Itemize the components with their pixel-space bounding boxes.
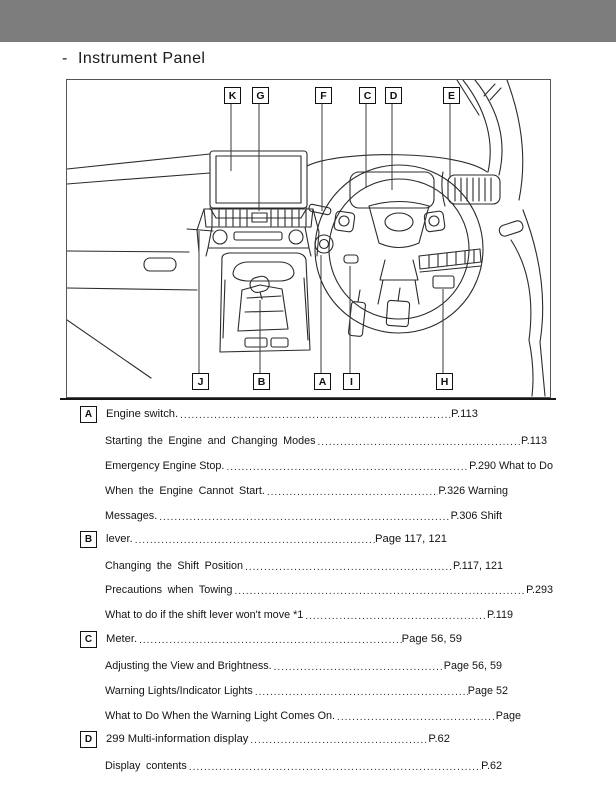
- entry-letter-box: D: [80, 730, 97, 748]
- entry-dot-leader: ........................................…: [180, 409, 451, 421]
- entry-label: Precautions when Towing: [105, 584, 233, 596]
- callout-box-a: A: [314, 373, 331, 390]
- entry-label: Adjusting the View and Brightness.: [105, 660, 272, 672]
- entry-label: Starting the Engine and Changing Modes: [105, 435, 316, 447]
- entry-page-ref: P.62: [481, 760, 502, 772]
- entry-label: Warning Lights/Indicator Lights: [105, 685, 253, 697]
- section-rule: [60, 398, 556, 401]
- callout-box-h: H: [436, 373, 453, 390]
- side-vent: [441, 171, 501, 207]
- callout-box-i: I: [343, 373, 360, 390]
- index-entry-b: B lever. ...............................…: [80, 530, 447, 548]
- index-entry: Starting the Engine and Changing Modes .…: [105, 433, 547, 449]
- index-entry-d: D 299 Multi-information display ........…: [80, 730, 450, 748]
- entry-label: When the Engine Cannot Start.: [105, 485, 265, 497]
- entry-label: Messages.: [105, 510, 158, 522]
- entry-label: 299 Multi-information display: [106, 733, 249, 745]
- entry-page-ref: P.306 Shift: [450, 510, 502, 522]
- entry-dot-leader: ........................................…: [139, 634, 402, 646]
- switch-panel: [432, 275, 455, 289]
- entry-page-ref: P.119: [486, 609, 513, 621]
- door-pull-recess: [143, 257, 177, 272]
- entry-dot-leader: ........................................…: [234, 585, 526, 597]
- entry-dot-leader: ........................................…: [317, 436, 521, 448]
- entry-page-ref: P.290 What to Do: [469, 460, 553, 472]
- callout-box-b: B: [253, 373, 270, 390]
- index-entry: Display contents .......................…: [105, 758, 502, 774]
- index-entry: Messages. ..............................…: [105, 508, 502, 524]
- windshield-base-line: [67, 153, 211, 170]
- door-handle: [498, 220, 524, 237]
- index-entry: What to do if the shift lever won't move…: [105, 607, 513, 623]
- entry-dot-leader: ........................................…: [254, 686, 468, 698]
- entry-page-ref: Page 117, 121: [375, 533, 447, 545]
- gear-shifter: [219, 252, 311, 353]
- index-entry: Changing the Shift Position ............…: [105, 558, 503, 574]
- entry-dot-leader: ........................................…: [266, 486, 439, 498]
- index-entry: Emergency Engine Stop. .................…: [105, 458, 553, 474]
- entry-letter-box: A: [80, 405, 97, 423]
- callout-box-j: J: [192, 373, 209, 390]
- entry-letter-box: B: [80, 530, 97, 548]
- engine-switch: [314, 234, 334, 254]
- index-entry-c: C Meter. ...............................…: [80, 630, 462, 648]
- wiper-stalk: [343, 254, 359, 264]
- callout-box-k: K: [224, 87, 241, 104]
- callout-box-g: G: [252, 87, 269, 104]
- index-entry: Warning Lights/Indicator Lights ........…: [105, 683, 508, 699]
- entry-dot-leader: ........................................…: [245, 561, 453, 573]
- entry-label: Display contents: [105, 760, 187, 772]
- entry-page-ref: P.113: [451, 408, 478, 420]
- entry-page-ref: P.117, 121: [452, 560, 503, 572]
- entry-label: What to Do When the Warning Light Comes …: [105, 710, 336, 722]
- entry-dot-leader: ........................................…: [188, 761, 481, 773]
- diagram-frame: [66, 79, 551, 398]
- entry-dot-leader: ........................................…: [134, 534, 375, 546]
- audio-panel: [205, 226, 312, 257]
- index-entry: When the Engine Cannot Start. ..........…: [105, 483, 508, 499]
- index-entry-a: A Engine switch. .......................…: [80, 405, 478, 423]
- entry-dot-leader: ........................................…: [250, 734, 428, 746]
- entry-dot-leader: ........................................…: [159, 511, 451, 523]
- entry-page-ref: Page 56, 59: [401, 633, 462, 645]
- entry-page-ref: P.62: [428, 733, 450, 745]
- callout-box-c: C: [359, 87, 376, 104]
- index-entry: Precautions when Towing ................…: [105, 582, 553, 598]
- leader-lines: [198, 104, 451, 374]
- entry-label: What to do if the shift lever won't move…: [105, 609, 304, 621]
- entry-page-ref: P.326 Warning: [438, 485, 508, 497]
- top-gray-bar: [0, 0, 616, 42]
- entry-label: Emergency Engine Stop.: [105, 460, 225, 472]
- entry-page-ref: Page: [495, 710, 521, 722]
- index-entry: What to Do When the Warning Light Comes …: [105, 708, 521, 724]
- pedals: [348, 287, 411, 337]
- entry-page-ref: Page 52: [467, 685, 508, 697]
- entry-page-ref: P.113: [520, 435, 547, 447]
- heater-strip: [418, 248, 482, 273]
- light-stalk: [308, 203, 332, 216]
- entry-label: lever.: [106, 533, 133, 545]
- entry-dot-leader: ........................................…: [305, 610, 487, 622]
- index-entry: Adjusting the View and Brightness. .....…: [105, 658, 502, 674]
- entry-label: Changing the Shift Position: [105, 560, 244, 572]
- entry-letter-box: C: [80, 630, 97, 648]
- page-title: Instrument Panel: [78, 50, 206, 67]
- entry-page-ref: Page 56, 59: [443, 660, 502, 672]
- entry-page-ref: P.293: [526, 584, 553, 596]
- callout-box-e: E: [443, 87, 460, 104]
- dashboard-illustration: [67, 80, 546, 397]
- callout-box-f: F: [315, 87, 332, 104]
- entry-label: Meter.: [106, 633, 138, 645]
- steering-wheel: [314, 164, 484, 334]
- entry-dot-leader: ........................................…: [273, 661, 444, 673]
- vent-strip: [203, 208, 314, 228]
- dash-cowl-line: [306, 154, 488, 173]
- callout-box-d: D: [385, 87, 402, 104]
- entry-label: Engine switch.: [106, 408, 179, 420]
- entry-dot-leader: ........................................…: [226, 461, 469, 473]
- entry-dot-leader: ........................................…: [337, 711, 496, 723]
- title-dash: -: [62, 50, 68, 67]
